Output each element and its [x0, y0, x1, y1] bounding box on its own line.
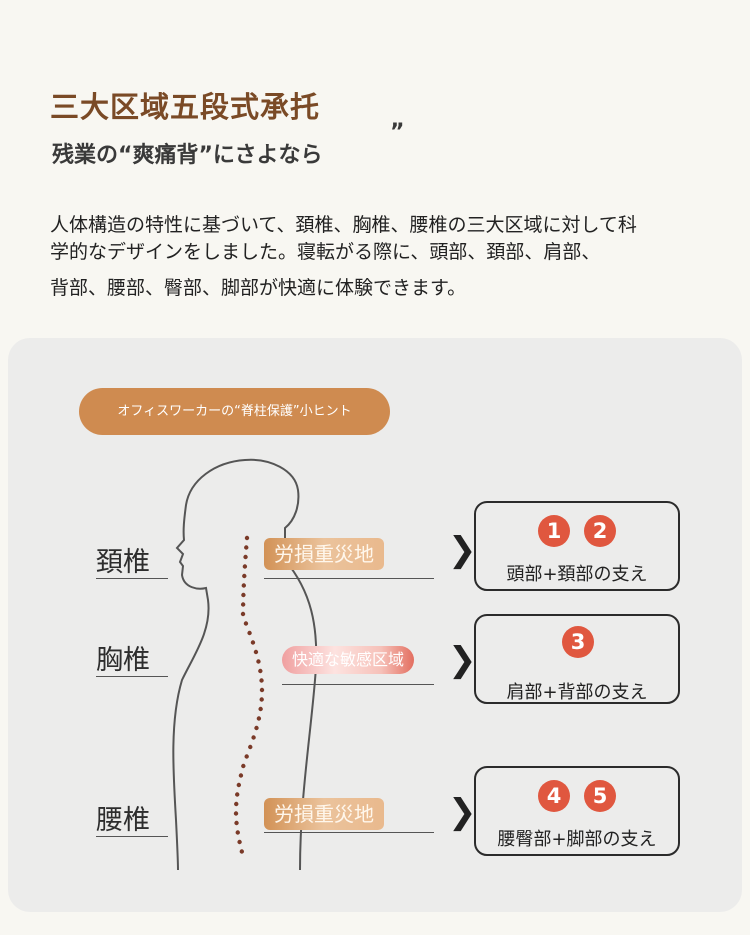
number-badge: 3 [562, 626, 594, 658]
support-label-lumbar: 腰臀部+脚部の支え [497, 829, 657, 850]
spine-dot [258, 668, 263, 674]
spine-dot [250, 640, 256, 645]
spine-dot [242, 564, 248, 569]
spine-dot [244, 754, 249, 759]
spine-dot [240, 602, 246, 607]
spine-dot [238, 773, 244, 778]
region-label-cervical: 頚椎 [96, 547, 150, 578]
chevron-right-icon: ❯ [448, 530, 477, 570]
number-badge: 4 [538, 780, 570, 812]
support-label-cervical: 頭部+頚部の支え [506, 564, 648, 585]
region-label-lumbar: 腰椎 [96, 805, 150, 836]
tag-strain-zone-lumbar: 労損重災地 [264, 798, 384, 830]
spine-dot [233, 811, 239, 816]
number-badge: 5 [584, 780, 616, 812]
subtitle-quote-mark: ” [390, 120, 405, 145]
human-silhouette-illustration [172, 458, 318, 871]
tag-underline-thoracic [282, 684, 434, 685]
spine-dot [258, 706, 263, 712]
region-underline-cervical [96, 578, 168, 579]
spine-dots [233, 535, 265, 854]
chevron-right-icon: ❯ [448, 640, 477, 680]
chevron-right-icon: ❯ [448, 792, 477, 832]
spine-dot [247, 630, 252, 636]
support-box-lumbar: 4 5 腰臀部+脚部の支え [474, 766, 680, 856]
support-box-cervical: 1 2 頭部+頚部の支え [474, 501, 680, 591]
tag-strain-zone-cervical: 労損重災地 [264, 538, 384, 570]
support-box-thoracic: 3 肩部+背部の支え [474, 614, 680, 704]
description-line-3: 背部、腰部、臀部、脚部が快適に体験できます。 [50, 277, 467, 299]
spine-dot [253, 649, 259, 655]
spine-dot [241, 583, 247, 588]
spine-dot [259, 687, 265, 693]
spine-dot [236, 782, 242, 788]
tag-underline-cervical [264, 578, 434, 579]
spine-dot [244, 545, 249, 550]
spine-dot [235, 830, 240, 835]
spine-dot [241, 592, 246, 598]
tag-sensitive-zone-thoracic: 快適な敏感区域 [282, 646, 415, 674]
spine-dot [239, 849, 245, 854]
spine-dot [259, 697, 264, 702]
spine-dot [234, 820, 239, 826]
spine-dot [234, 801, 239, 807]
number-badge: 1 [538, 515, 570, 547]
spine-dot [242, 573, 247, 579]
spine-dot [243, 621, 249, 626]
spine-dot [251, 735, 256, 740]
spine-dot [243, 554, 248, 560]
spine-dot [241, 763, 246, 769]
region-label-thoracic: 胸椎 [96, 645, 150, 676]
spine-dot [256, 659, 261, 664]
tag-underline-lumbar [264, 832, 434, 833]
tip-pill: オフィスワーカーの“脊柱保護”小ヒント [79, 388, 390, 435]
page-subtitle: 残業の“爽痛背”にさよなら [52, 143, 323, 168]
spine-dot [259, 678, 264, 683]
region-underline-thoracic [96, 676, 168, 677]
support-label-thoracic: 肩部+背部の支え [506, 682, 648, 703]
description-line-1: 人体構造の特性に基づいて、頚椎、胸椎、腰椎の三大区域に対して科 [50, 214, 637, 236]
page-title: 三大区域五段式承托 [50, 90, 321, 124]
spine-dot [235, 792, 240, 797]
spine-dot [237, 839, 242, 845]
number-badge: 2 [584, 515, 616, 547]
spine-dot [240, 611, 246, 617]
spine-dot [244, 535, 250, 541]
description-line-2: 学的なデザインをしました。寝転がる際に、頭部、頚部、肩部、 [50, 241, 601, 263]
spine-dot [256, 716, 262, 721]
spine-dot [254, 725, 259, 731]
spine-dot [248, 744, 253, 750]
region-underline-lumbar [96, 836, 168, 837]
